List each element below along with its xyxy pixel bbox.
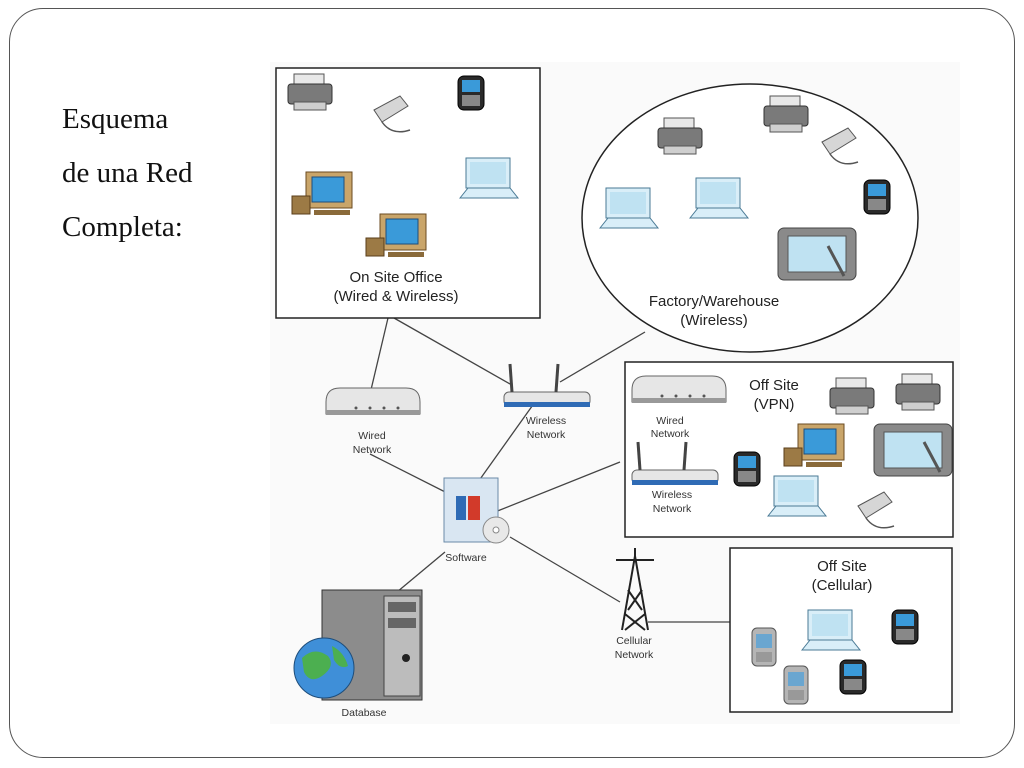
software-label: Software xyxy=(445,552,487,564)
tablet-icon xyxy=(872,422,954,478)
group-onsite-office: On Site Office (Wired & Wireless) xyxy=(275,67,541,319)
node-database: Database xyxy=(293,589,423,719)
wired-network-label-1: Wired xyxy=(358,430,386,442)
group-factory-warehouse: Factory/Warehouse (Wireless) xyxy=(581,83,919,353)
flip-phone-icon xyxy=(751,627,777,667)
laptop-icon xyxy=(459,157,519,199)
offsite-cellular-subtitle: (Cellular) xyxy=(812,577,873,594)
title-line-2: de una Red xyxy=(62,157,193,189)
onsite-office-subtitle: (Wired & Wireless) xyxy=(333,288,458,305)
vpn-wireless-label-1: Wireless xyxy=(652,489,692,501)
vpn-wired-label-2: Network xyxy=(651,428,690,440)
wireless-router-icon xyxy=(502,362,592,409)
node-wireless-network: Wireless Network xyxy=(502,362,592,441)
wired-router-icon xyxy=(631,375,727,404)
node-software: Software xyxy=(443,477,510,564)
node-cellular-network: Cellular Network xyxy=(615,548,654,661)
smartphone-icon xyxy=(863,179,891,215)
smartphone-icon xyxy=(839,659,867,695)
smartphone-icon xyxy=(457,75,485,111)
offsite-vpn-subtitle: (VPN) xyxy=(754,396,795,413)
laptop-icon xyxy=(767,475,827,517)
factory-warehouse-subtitle: (Wireless) xyxy=(680,312,748,329)
vpn-wireless-label-2: Network xyxy=(653,503,692,515)
laptop-icon xyxy=(689,177,749,219)
offsite-cellular-title: Off Site xyxy=(817,558,867,575)
database-label: Database xyxy=(342,707,387,719)
title-line-3: Completa: xyxy=(62,211,183,243)
smartphone-icon xyxy=(733,451,761,487)
offsite-vpn-title: Off Site xyxy=(749,377,799,394)
title-line-1: Esquema xyxy=(62,103,169,135)
group-offsite-vpn: Wired Network Wireless Network Off Site … xyxy=(624,361,954,538)
group-offsite-cellular: Off Site (Cellular) xyxy=(729,547,953,713)
wireless-network-label-2: Network xyxy=(527,429,566,441)
cellular-network-label-2: Network xyxy=(615,649,654,661)
tablet-icon xyxy=(776,226,858,282)
smartphone-icon xyxy=(891,609,919,645)
cellular-network-label-1: Cellular xyxy=(616,635,652,647)
vpn-wired-label-1: Wired xyxy=(656,415,684,427)
cell-tower-icon xyxy=(616,548,654,631)
onsite-office-title: On Site Office xyxy=(349,269,442,286)
network-diagram: On Site Office (Wired & Wireless) Factor… xyxy=(270,62,960,724)
laptop-icon xyxy=(599,187,659,229)
factory-warehouse-title: Factory/Warehouse xyxy=(649,293,779,310)
slide-title: Esquema de una Red Completa: xyxy=(62,92,252,254)
node-wired-network: Wired Network xyxy=(325,387,421,456)
wired-router-icon xyxy=(325,387,421,416)
wireless-network-label-1: Wireless xyxy=(526,415,566,427)
flip-phone-icon xyxy=(783,665,809,705)
laptop-icon xyxy=(801,609,861,651)
wired-network-label-2: Network xyxy=(353,444,392,456)
